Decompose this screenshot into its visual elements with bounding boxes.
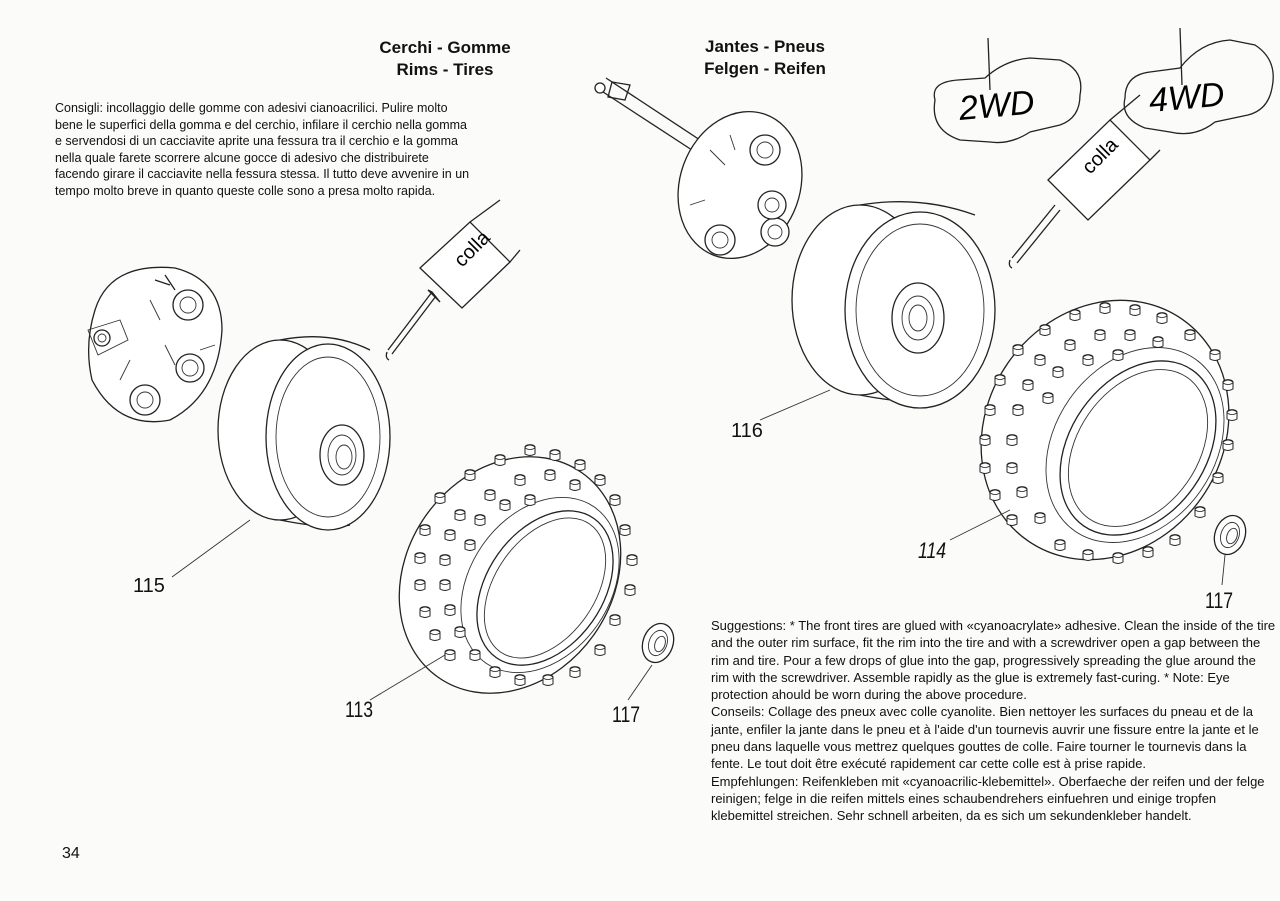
french-instructions: Conseils: Collage des pneux avec colle c… — [711, 704, 1259, 772]
multilingual-instructions: Suggestions: * The front tires are glued… — [711, 617, 1276, 825]
right-heading-line1: Jantes - Pneus — [705, 37, 825, 56]
part-number-117-left: 117 — [612, 702, 641, 727]
part-number-115: 115 — [133, 575, 165, 597]
left-heading: Cerchi - Gomme Rims - Tires — [360, 37, 530, 81]
four-wd-tag-icon — [1123, 27, 1274, 135]
italian-instructions: Consigli: incollaggio delle gomme con ad… — [55, 101, 470, 198]
page-number: 34 — [62, 845, 80, 862]
left-heading-line1: Cerchi - Gomme — [379, 38, 511, 57]
left-heading-line2: Rims - Tires — [396, 60, 494, 79]
part-number-117-right: 117 — [1205, 588, 1234, 613]
part-number-113: 113 — [345, 697, 374, 722]
two-wd-tag-icon — [933, 37, 1082, 144]
right-glue-tube-icon — [1008, 94, 1161, 269]
two-wd-label: 2WD — [956, 84, 1036, 129]
left-tire-icon — [398, 456, 622, 694]
right-axle-icon — [594, 77, 701, 153]
four-wd-label: 4WD — [1147, 76, 1226, 120]
german-instructions: Empfehlungen: Reifenkleben mit «cyanoacr… — [711, 773, 1265, 824]
left-hub-icon — [87, 266, 223, 423]
right-rim-icon — [791, 201, 996, 409]
right-heading: Jantes - Pneus Felgen - Reifen — [690, 36, 840, 80]
english-instructions: Suggestions: * The front tires are glued… — [711, 618, 1276, 703]
right-bearing-icon — [1213, 514, 1247, 556]
part-number-114: 114 — [918, 538, 947, 563]
left-bearing-icon — [641, 622, 675, 664]
right-heading-line2: Felgen - Reifen — [704, 59, 826, 78]
left-glue-tube-icon — [385, 199, 521, 361]
left-rim-icon — [217, 336, 391, 531]
right-hub-icon — [677, 110, 803, 260]
part-number-116: 116 — [731, 420, 763, 442]
